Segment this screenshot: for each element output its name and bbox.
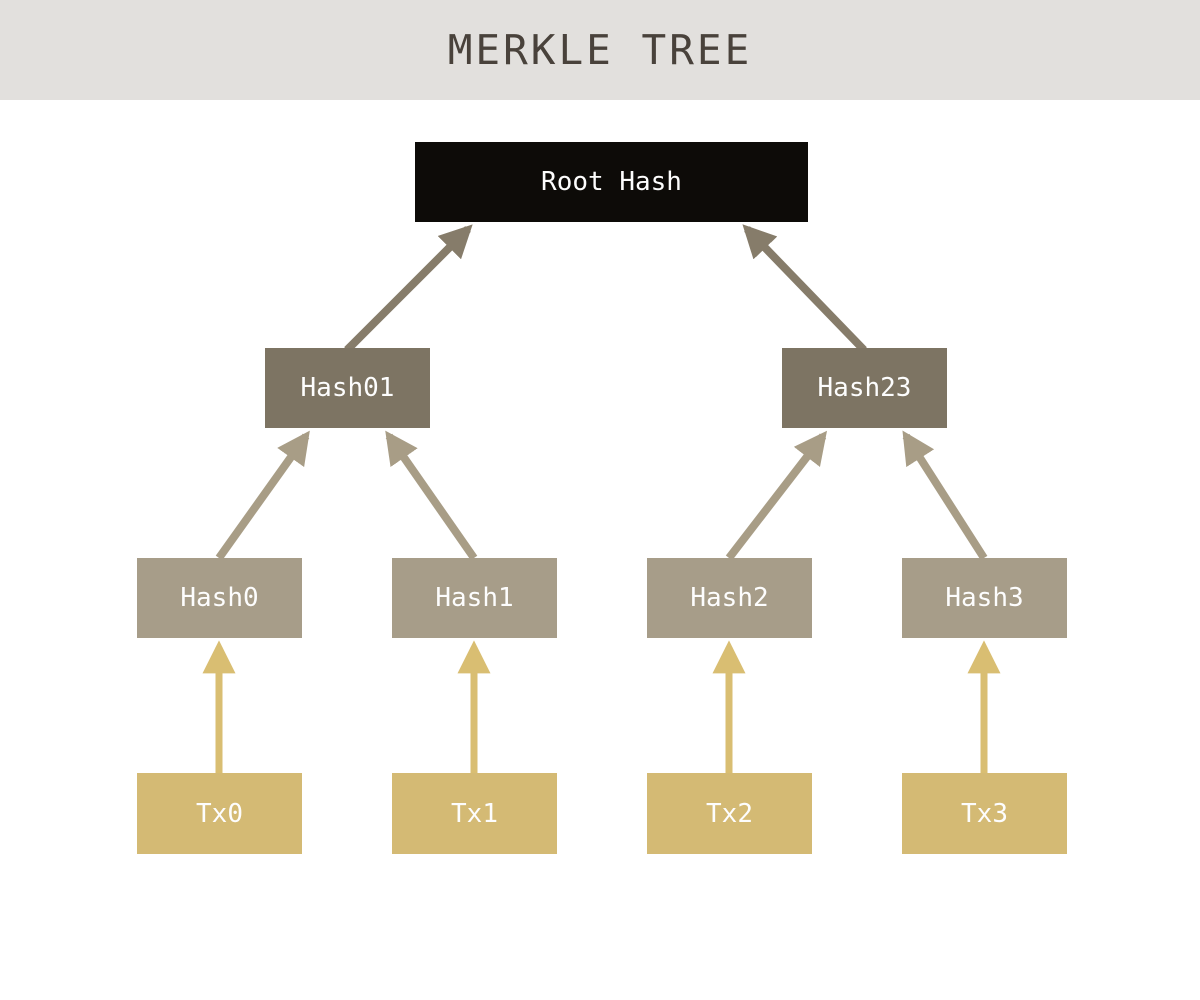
arrow-hash01-to-root	[344, 224, 473, 353]
arrow-hash23-to-root	[742, 224, 867, 353]
node-hash1-label: Hash1	[435, 583, 514, 613]
node-hash1: Hash1	[392, 558, 557, 638]
arrow-hash2-to-hash23	[725, 430, 828, 561]
node-tx3: Tx3	[902, 773, 1067, 854]
node-root-hash-label: Root Hash	[541, 167, 682, 197]
title-bar: MERKLE TREE	[0, 0, 1200, 100]
page-title: MERKLE TREE	[447, 26, 753, 74]
node-tx0-label: Tx0	[196, 798, 243, 829]
node-hash3: Hash3	[902, 558, 1067, 638]
node-tx1: Tx1	[392, 773, 557, 854]
node-hash2-label: Hash2	[690, 583, 769, 613]
node-hash01: Hash01	[265, 348, 430, 428]
node-hash23: Hash23	[782, 348, 947, 428]
node-hash2: Hash2	[647, 558, 812, 638]
node-hash0: Hash0	[137, 558, 302, 638]
node-hash3-label: Hash3	[945, 583, 1024, 613]
arrow-hash3-to-hash23	[902, 430, 988, 561]
node-root-hash: Root Hash	[415, 142, 808, 222]
arrow-hash1-to-hash01	[385, 430, 478, 561]
node-tx0: Tx0	[137, 773, 302, 854]
node-hash01-label: Hash01	[300, 373, 395, 403]
tree-arrows	[202, 224, 1001, 774]
merkle-tree-diagram: Root Hash Hash01 Hash23 Hash0 Hash1 Hash…	[0, 100, 1200, 1000]
node-hash23-label: Hash23	[817, 373, 912, 403]
node-tx2-label: Tx2	[706, 798, 753, 829]
node-tx1-label: Tx1	[451, 798, 498, 829]
node-tx3-label: Tx3	[961, 798, 1008, 829]
node-tx2: Tx2	[647, 773, 812, 854]
node-hash0-label: Hash0	[180, 583, 259, 613]
arrow-hash0-to-hash01	[215, 430, 310, 561]
